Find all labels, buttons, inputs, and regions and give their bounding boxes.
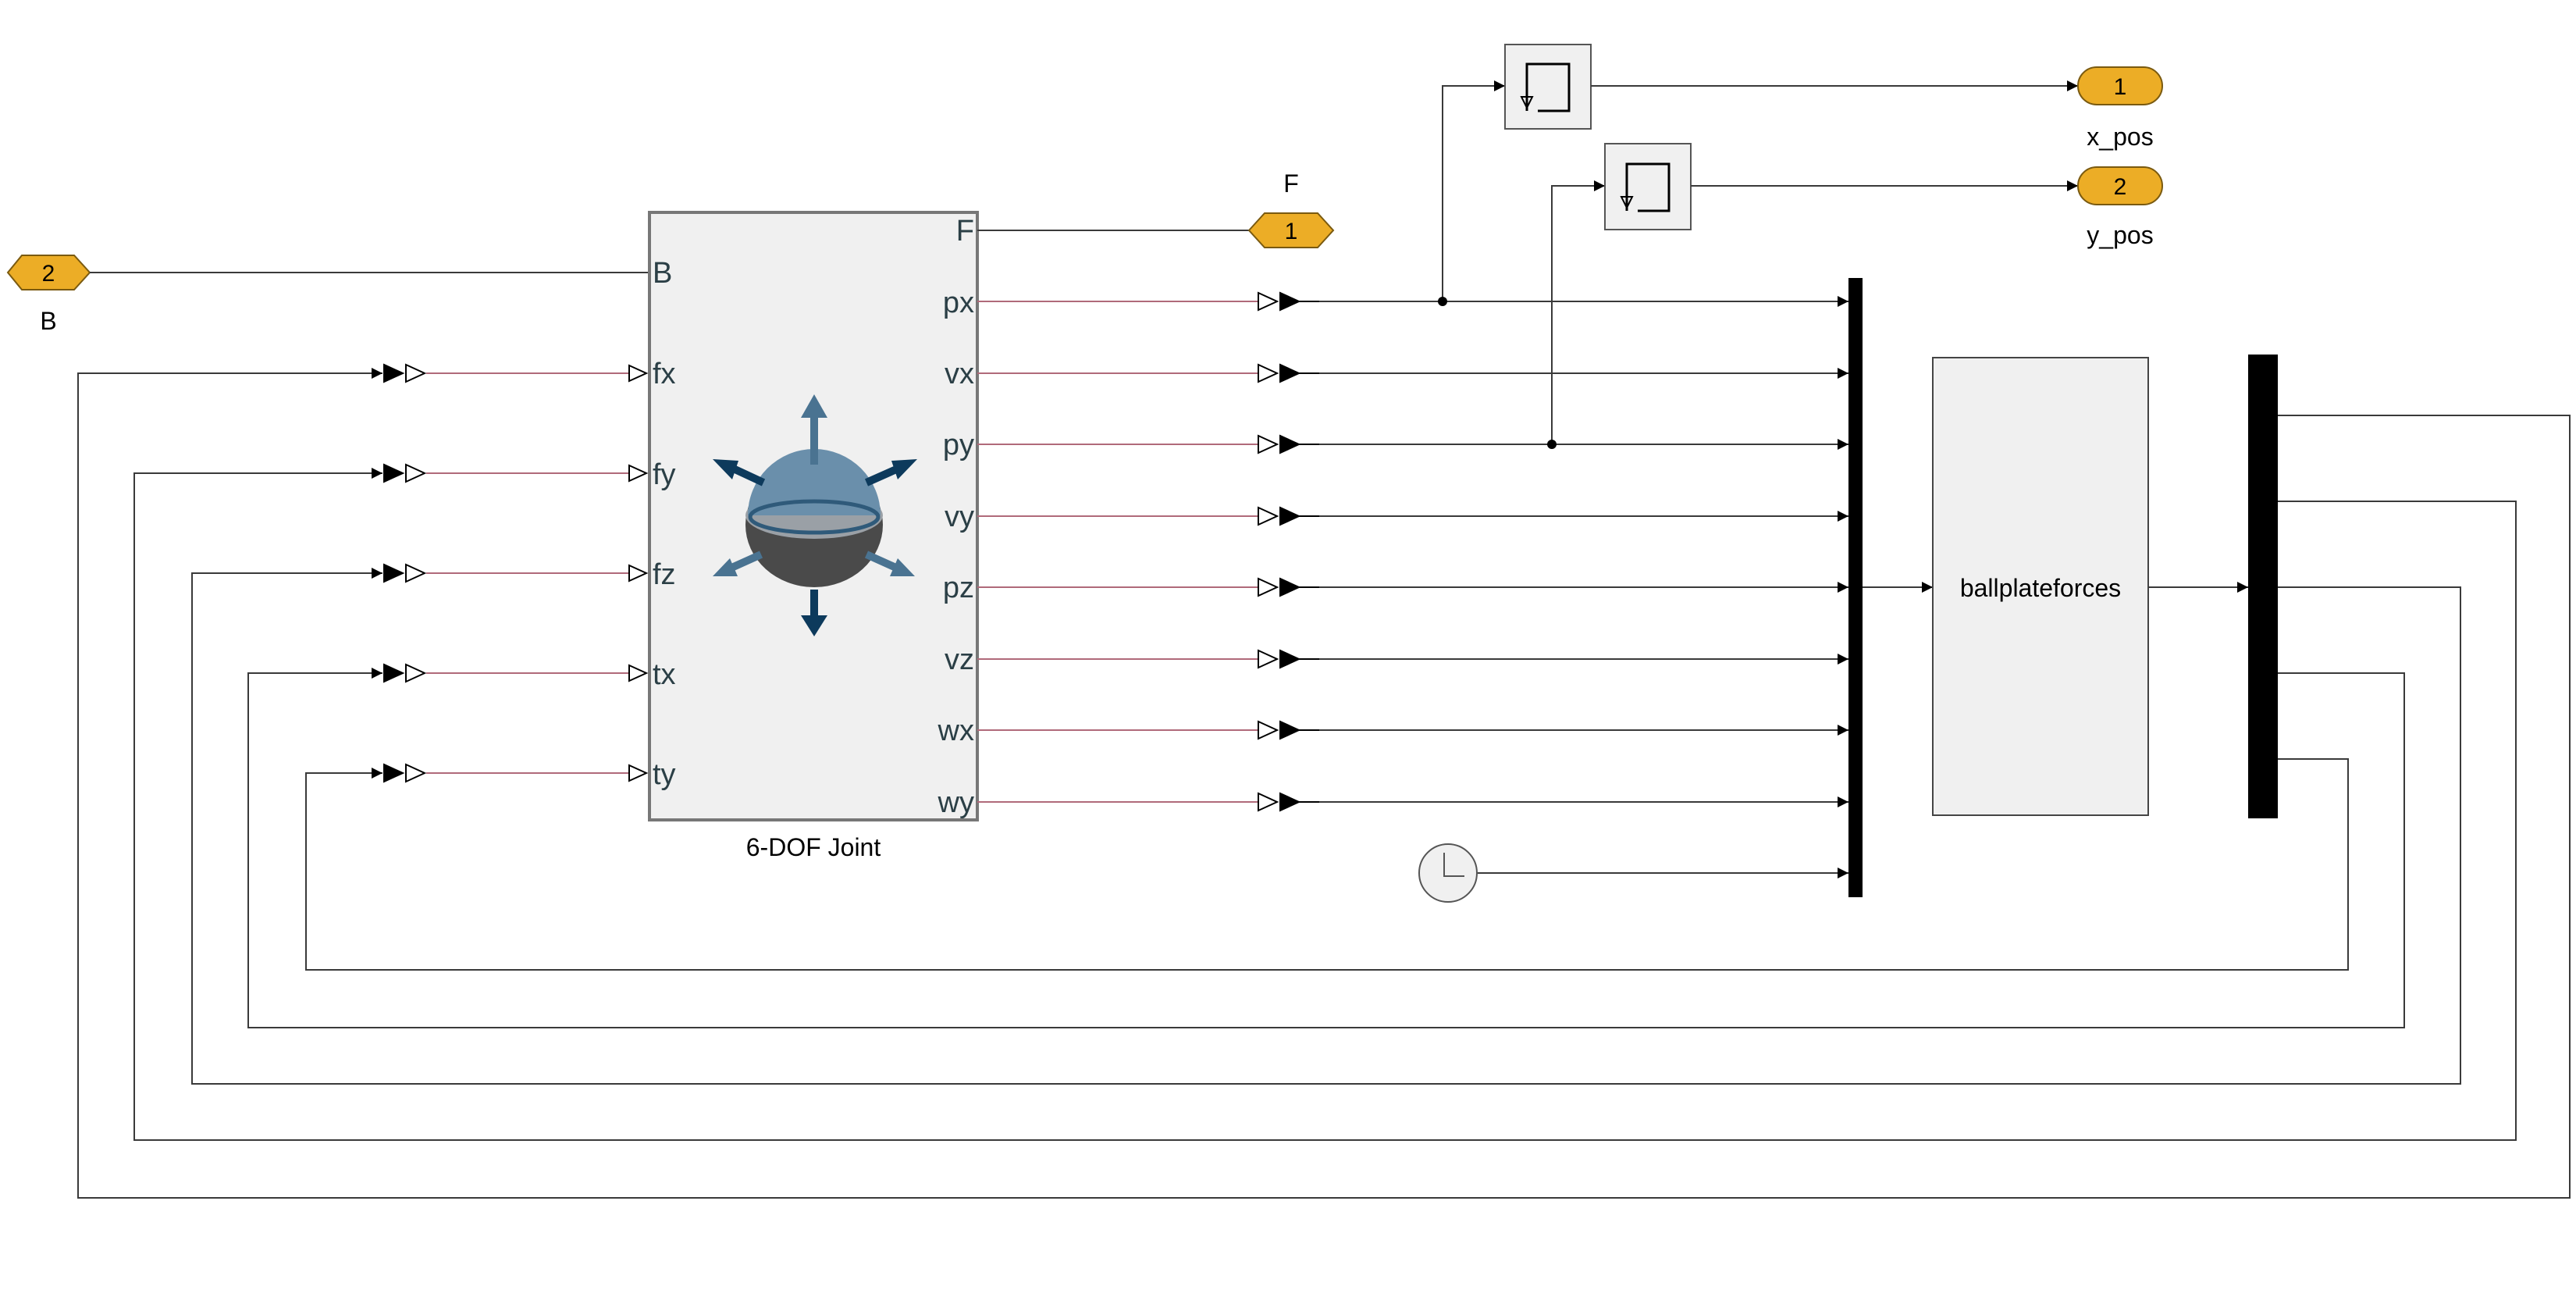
6dof-joint-icon: [713, 394, 917, 636]
outport-f-label: F: [1283, 169, 1299, 198]
signal-port-icon: [383, 463, 405, 483]
signal-port-icon: [1279, 649, 1301, 669]
joint-input-port-icon: [628, 364, 649, 383]
joint-port-fy: fy: [653, 458, 676, 491]
six-dof-joint-block[interactable]: 6-DOF Joint B fx fy fz tx ty F px vx py …: [648, 211, 979, 861]
joint-port-b: B: [653, 257, 672, 290]
signal-port-icon: [383, 563, 405, 583]
joint-port-fz: fz: [653, 558, 676, 591]
joint-input-port-icon: [628, 464, 649, 483]
mux-block[interactable]: [1848, 278, 1863, 897]
joint-port-vz: vz: [945, 643, 974, 676]
joint-port-py: py: [943, 429, 974, 461]
joint-port-pz: pz: [943, 572, 974, 604]
signal-port-icon: [1279, 363, 1301, 383]
feedback-wires[interactable]: [77, 368, 2571, 1199]
outport-f-number: 1: [1285, 219, 1298, 244]
outport-y-pos-label: y_pos: [2087, 221, 2153, 249]
ps-port-icon: [1258, 506, 1279, 526]
memory-icon: [1520, 62, 1571, 112]
signal-port-icon: [1279, 720, 1301, 740]
signal-port-icon: [383, 763, 405, 783]
signal-port-icon: [1279, 792, 1301, 812]
joint-port-vx: vx: [945, 358, 974, 390]
joint-port-ty: ty: [653, 758, 676, 791]
joint-port-vy: vy: [945, 501, 974, 533]
ps-port-icon: [1258, 649, 1279, 669]
ps-port-icon: [405, 363, 427, 383]
joint-port-tx: tx: [653, 658, 676, 691]
clock-block[interactable]: [1418, 843, 1478, 903]
inport-b-number: 2: [42, 261, 55, 287]
ps-port-icon: [1258, 434, 1279, 454]
outport-x-pos-label: x_pos: [2087, 123, 2153, 151]
branch-point: [1547, 440, 1557, 449]
outport-f[interactable]: 1 F: [1247, 169, 1335, 248]
joint-input-port-icon: [628, 564, 649, 583]
ps-port-icon: [405, 763, 427, 783]
memory-block-y[interactable]: [1604, 143, 1692, 230]
outport-x-pos-number: 1: [2114, 74, 2127, 100]
joint-port-px: px: [943, 287, 974, 319]
memory-block-x[interactable]: [1504, 44, 1592, 130]
signal-port-icon: [383, 363, 405, 383]
joint-port-wy: wy: [938, 786, 974, 819]
demux-block[interactable]: [2248, 355, 2278, 818]
signal-port-icon: [1279, 434, 1301, 454]
simulink-to-ps-converters[interactable]: [383, 363, 649, 783]
branch-point: [1438, 297, 1447, 306]
outport-x-pos[interactable]: 1 x_pos: [2077, 66, 2163, 151]
outport-y-pos-number: 2: [2114, 174, 2127, 200]
joint-input-port-icon: [628, 764, 649, 782]
ps-port-icon: [405, 663, 427, 683]
signal-port-icon: [383, 663, 405, 683]
outport-y-pos[interactable]: 2 y_pos: [2077, 166, 2163, 249]
ps-port-icon: [1258, 720, 1279, 740]
ps-port-icon: [1258, 363, 1279, 383]
joint-port-f: F: [956, 215, 974, 248]
signals-to-mux[interactable]: [1319, 296, 1848, 878]
branch-wires[interactable]: [1442, 80, 1605, 444]
joint-port-wx: wx: [938, 714, 974, 747]
joint-input-port-icon: [628, 664, 649, 682]
ps-port-icon: [405, 563, 427, 583]
joint-port-fx: fx: [653, 358, 676, 390]
clock-icon: [1443, 853, 1464, 877]
ps-port-icon: [405, 463, 427, 483]
ps-port-icon: [1258, 291, 1279, 312]
signal-port-icon: [1279, 506, 1301, 526]
ps-port-icon: [1258, 577, 1279, 597]
memory-icon: [1620, 162, 1670, 212]
ps-to-simulink-converters[interactable]: [977, 291, 1319, 812]
joint-title: 6-DOF Joint: [746, 833, 881, 861]
signal-port-icon: [1279, 577, 1301, 597]
inport-b[interactable]: 2 B: [6, 255, 91, 335]
ps-port-icon: [1258, 792, 1279, 812]
subsystem-label: ballplateforces: [1960, 574, 2121, 602]
ballplateforces-subsystem[interactable]: ballplateforces: [1932, 357, 2149, 816]
signal-port-icon: [1279, 291, 1301, 312]
inport-b-label: B: [40, 307, 56, 335]
